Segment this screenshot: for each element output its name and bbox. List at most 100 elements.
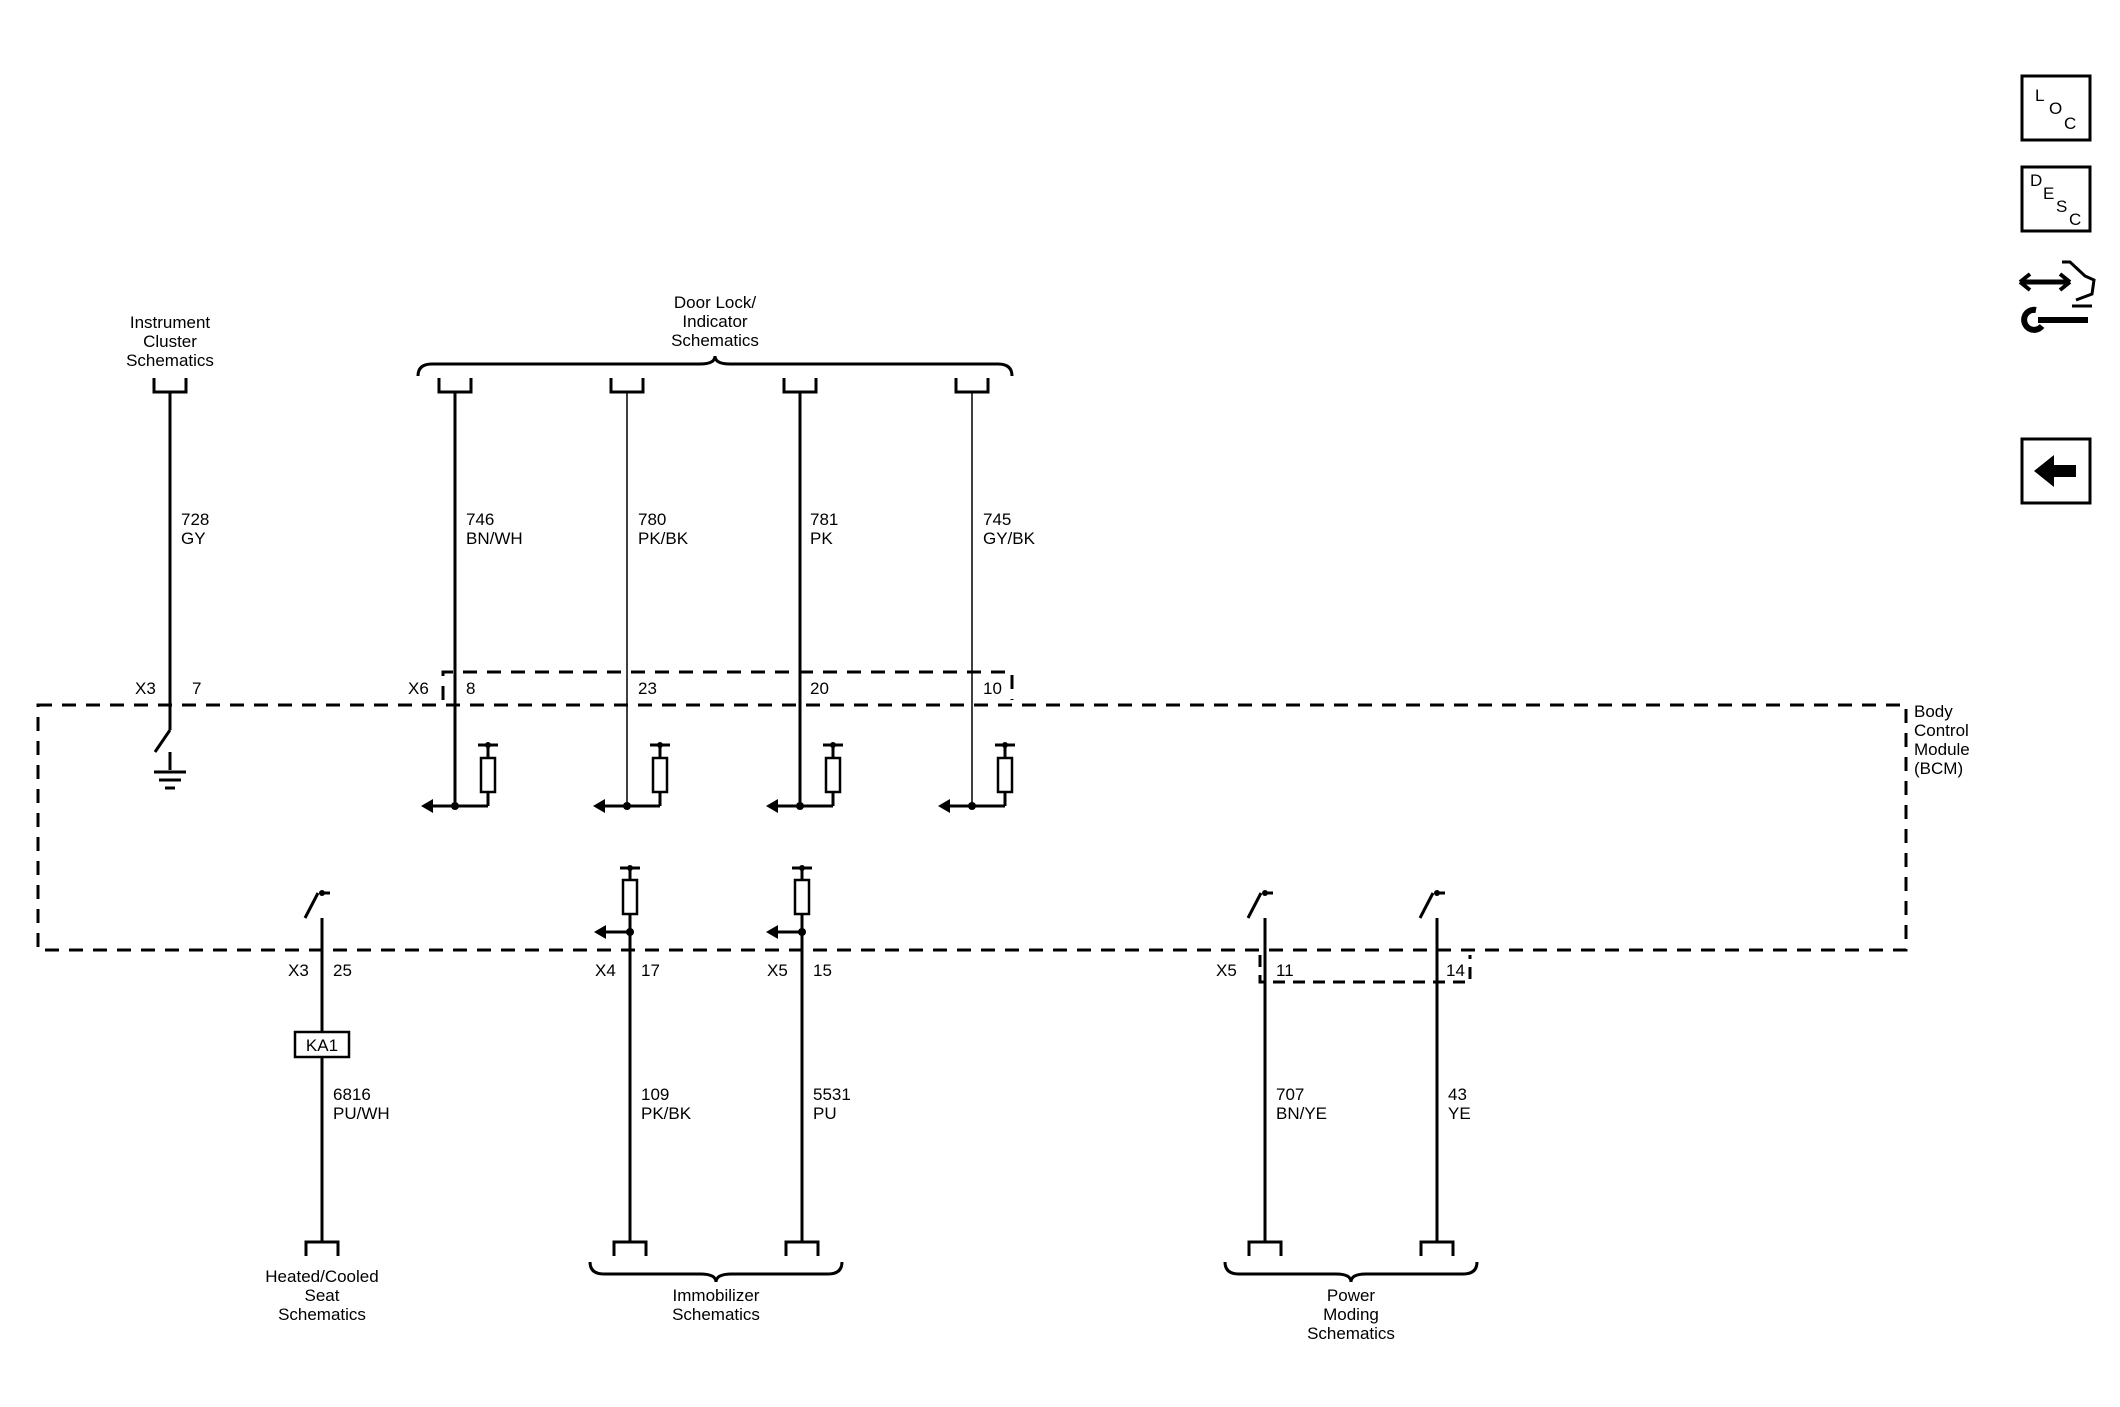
- svg-text:Heated/Cooled: Heated/Cooled: [265, 1267, 378, 1286]
- terminal: [152, 376, 188, 394]
- arrow-icon: [593, 799, 605, 813]
- svg-text:S: S: [2056, 197, 2067, 216]
- svg-text:Moding: Moding: [1323, 1305, 1379, 1324]
- switch-icon: [1246, 892, 1263, 919]
- svg-text:D: D: [2030, 171, 2042, 190]
- svg-text:BN/YE: BN/YE: [1276, 1104, 1327, 1123]
- connector-id: X3: [135, 679, 156, 698]
- x5-connector-outline: [1258, 955, 1472, 984]
- svg-text:5531: 5531: [813, 1085, 851, 1104]
- svg-text:Seat: Seat: [305, 1286, 340, 1305]
- svg-text:Indicator: Indicator: [682, 312, 748, 331]
- svg-text:10: 10: [983, 679, 1002, 698]
- svg-text:11: 11: [1276, 961, 1294, 980]
- svg-text:707: 707: [1276, 1085, 1304, 1104]
- svg-text:L: L: [2035, 86, 2044, 105]
- resistor-icon: [479, 756, 497, 794]
- power-moding-schematics-label[interactable]: Power Moding Schematics: [1307, 1286, 1395, 1343]
- switch-icon: [303, 892, 320, 919]
- svg-text:Schematics: Schematics: [278, 1305, 366, 1324]
- power-moding-circuit-43: 14 43 YE: [1418, 890, 1471, 1258]
- resistor-icon: [793, 878, 811, 916]
- wire-color: GY: [181, 529, 206, 548]
- svg-text:E: E: [2043, 184, 2054, 203]
- resistor-icon: [996, 756, 1014, 794]
- svg-text:PK/BK: PK/BK: [638, 529, 689, 548]
- loc-button[interactable]: L O C: [2020, 74, 2092, 142]
- svg-text:O: O: [2049, 99, 2062, 118]
- svg-text:20: 20: [810, 679, 829, 698]
- svg-text:8: 8: [466, 679, 475, 698]
- svg-text:PK/BK: PK/BK: [641, 1104, 692, 1123]
- instrument-cluster-schematics-label[interactable]: Instrument Cluster Schematics: [126, 313, 214, 370]
- svg-text:109: 109: [641, 1085, 669, 1104]
- power-moding-circuit-707: X5 11 707 BN/YE: [1216, 890, 1327, 1258]
- svg-text:KA1: KA1: [306, 1036, 338, 1055]
- svg-text:YE: YE: [1448, 1104, 1471, 1123]
- svg-text:780: 780: [638, 510, 666, 529]
- connector-wrench-icon[interactable]: [2018, 260, 2096, 333]
- svg-text:14: 14: [1446, 961, 1465, 980]
- arrow-icon: [421, 799, 433, 813]
- svg-text:Schematics: Schematics: [672, 1305, 760, 1324]
- svg-text:X6: X6: [408, 679, 429, 698]
- ground-icon: [154, 770, 186, 790]
- door-lock-brace: [416, 355, 1014, 377]
- svg-text:X5: X5: [1216, 961, 1237, 980]
- heated-seat-circuit: X3 25 KA1 6816 PU/WH: [288, 890, 390, 1258]
- svg-text:Module: Module: [1914, 740, 1970, 759]
- svg-text:781: 781: [810, 510, 838, 529]
- svg-text:23: 23: [638, 679, 657, 698]
- resistor-icon: [621, 878, 639, 916]
- svg-text:X4: X4: [595, 961, 616, 980]
- back-button[interactable]: [2020, 437, 2092, 505]
- svg-text:43: 43: [1448, 1085, 1467, 1104]
- input-circuits: [421, 742, 1015, 813]
- pin-number: 7: [192, 679, 201, 698]
- svg-text:PK: PK: [810, 529, 833, 548]
- circuit-number: 728: [181, 510, 209, 529]
- svg-text:Control: Control: [1914, 721, 1969, 740]
- heated-seat-schematics-label[interactable]: Heated/Cooled Seat Schematics: [265, 1267, 378, 1324]
- arrow-icon: [766, 925, 778, 939]
- svg-text:GY/BK: GY/BK: [983, 529, 1036, 548]
- immobilizer-brace: [588, 1261, 844, 1283]
- svg-text:Immobilizer: Immobilizer: [673, 1286, 760, 1305]
- arrow-icon: [594, 925, 606, 939]
- immobilizer-circuit-109: X4 17 109 PK/BK: [594, 865, 692, 1258]
- svg-text:BN/WH: BN/WH: [466, 529, 523, 548]
- svg-text:15: 15: [813, 961, 832, 980]
- svg-text:(BCM): (BCM): [1914, 759, 1963, 778]
- svg-text:746: 746: [466, 510, 494, 529]
- svg-text:6816: 6816: [333, 1085, 371, 1104]
- immobilizer-circuit-5531: X5 15 5531 PU: [766, 865, 851, 1258]
- svg-text:17: 17: [641, 961, 660, 980]
- switch-icon: [1418, 892, 1435, 919]
- door-lock-schematics-label[interactable]: Door Lock/ Indicator Schematics: [671, 293, 759, 350]
- svg-text:25: 25: [333, 961, 352, 980]
- svg-text:Schematics: Schematics: [126, 351, 214, 370]
- svg-text:C: C: [2064, 114, 2076, 133]
- left-arrow-icon: [2034, 455, 2076, 487]
- svg-text:PU: PU: [813, 1104, 837, 1123]
- resistor-icon: [824, 756, 842, 794]
- x6-connector-outline: [441, 670, 1014, 700]
- svg-text:Cluster: Cluster: [143, 332, 197, 351]
- svg-text:X3: X3: [288, 961, 309, 980]
- svg-text:X5: X5: [767, 961, 788, 980]
- arrow-icon: [766, 799, 778, 813]
- resistor-icon: [651, 756, 669, 794]
- svg-text:Body: Body: [1914, 702, 1953, 721]
- desc-button[interactable]: D E S C: [2020, 165, 2092, 233]
- svg-text:Door Lock/: Door Lock/: [674, 293, 756, 312]
- switch-icon: [153, 729, 172, 753]
- bcm-label: Body Control Module (BCM): [1914, 702, 1970, 778]
- svg-text:PU/WH: PU/WH: [333, 1104, 390, 1123]
- svg-text:Schematics: Schematics: [671, 331, 759, 350]
- svg-text:Schematics: Schematics: [1307, 1324, 1395, 1343]
- immobilizer-schematics-label[interactable]: Immobilizer Schematics: [672, 1286, 760, 1324]
- svg-text:C: C: [2069, 210, 2081, 229]
- svg-text:Power: Power: [1327, 1286, 1376, 1305]
- svg-text:Instrument: Instrument: [130, 313, 211, 332]
